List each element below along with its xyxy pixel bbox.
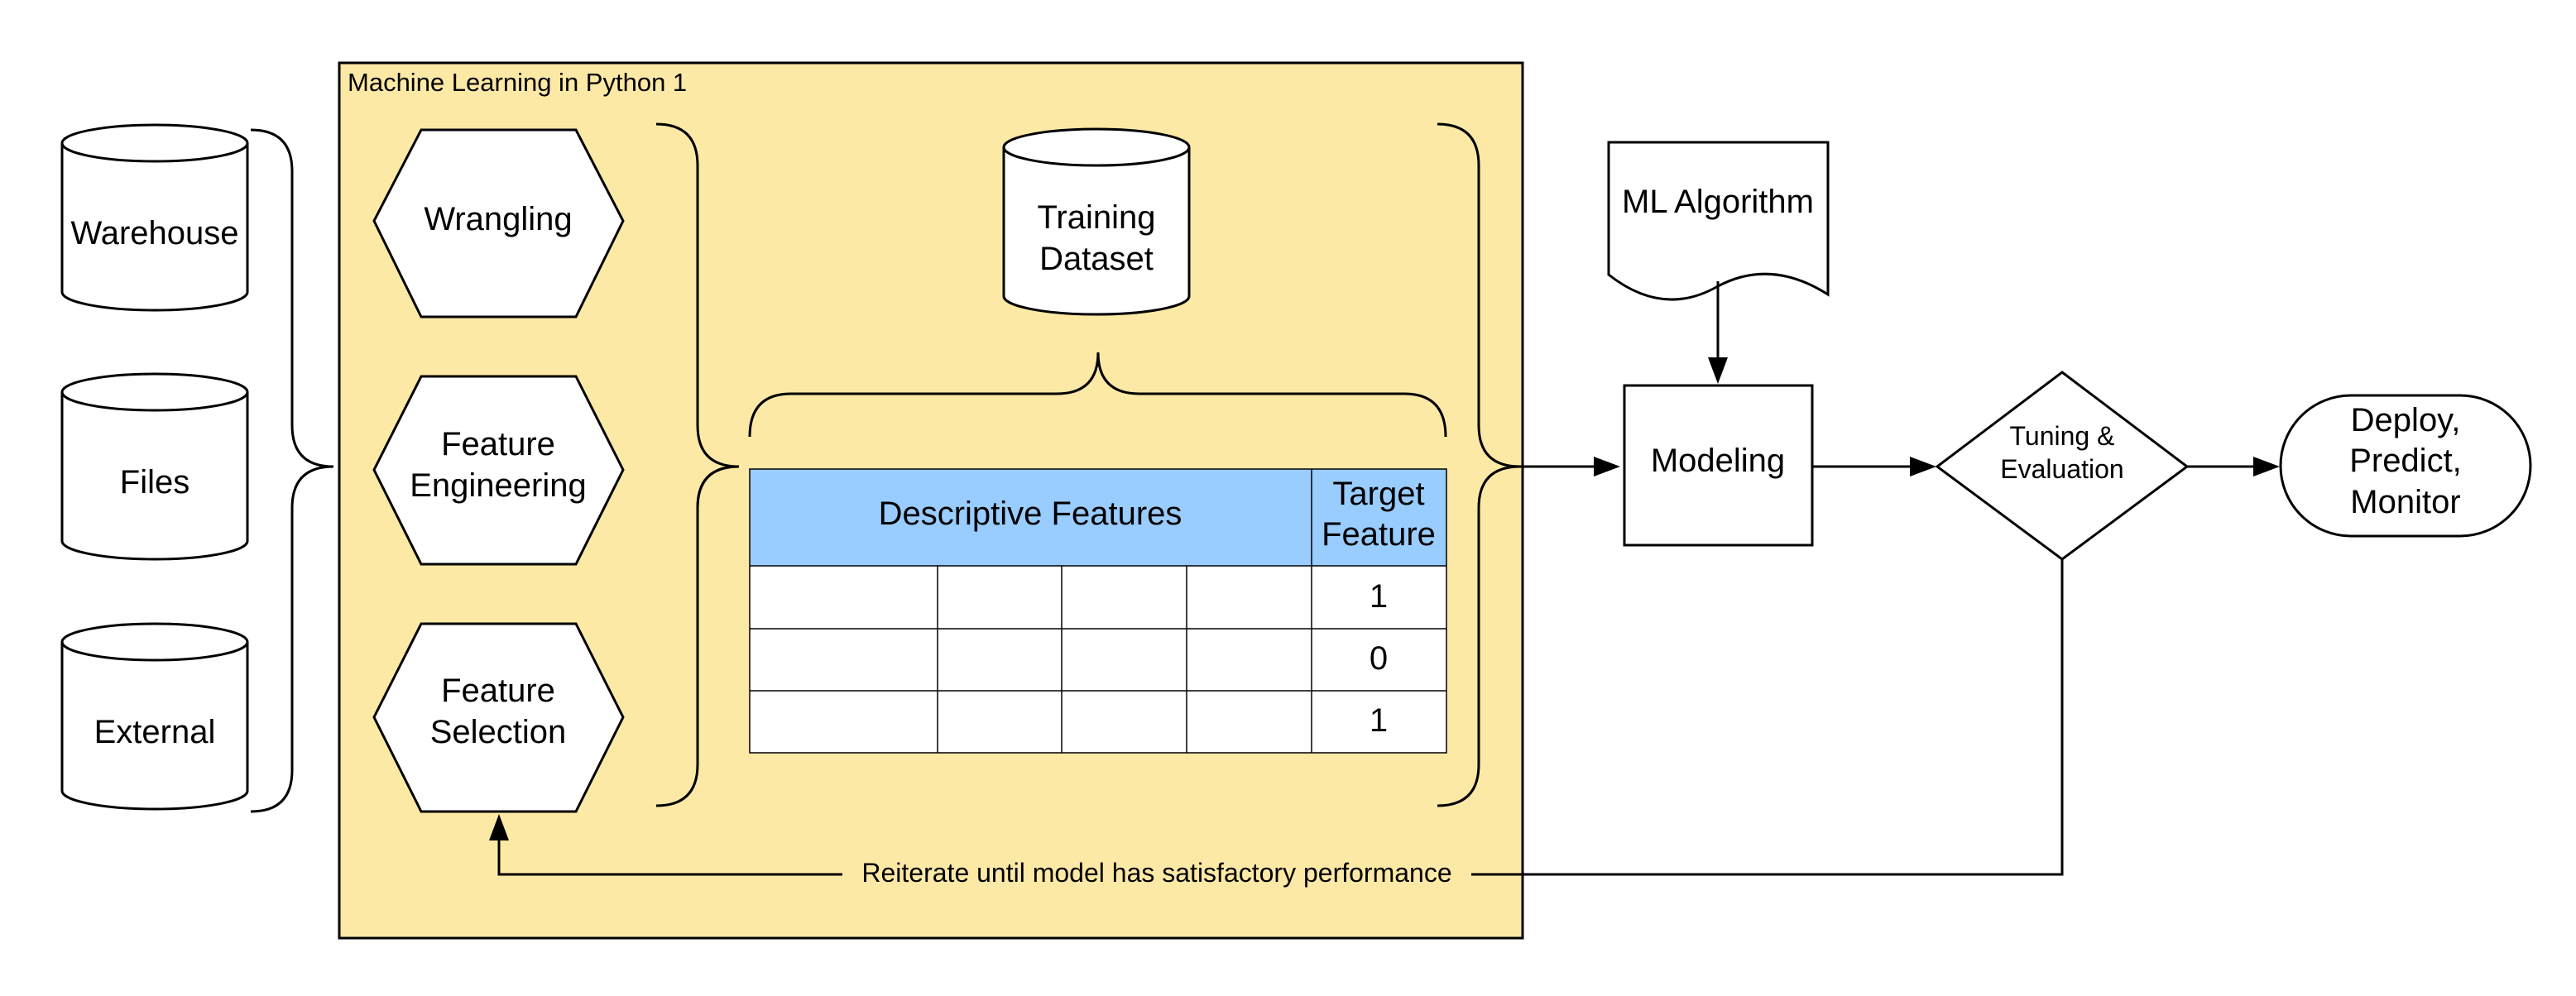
feature-selection-label: Selection xyxy=(430,714,567,750)
target-feature-header: Feature xyxy=(1322,516,1436,553)
target-feature-header: Target xyxy=(1332,476,1424,512)
tuning-evaluation-label: Tuning & xyxy=(2010,421,2115,451)
target-value-cell: 1 xyxy=(1370,578,1388,615)
panel-title: Machine Learning in Python 1 xyxy=(348,68,687,97)
table-body-fill xyxy=(750,566,1446,753)
target-value-cell: 1 xyxy=(1370,702,1388,739)
ml-algorithm-label: ML Algorithm xyxy=(1622,184,1814,220)
descriptive-features-header: Descriptive Features xyxy=(879,496,1182,532)
training-dataset-label: Training xyxy=(1037,199,1155,236)
warehouse-cylinder: Warehouse xyxy=(60,123,249,312)
tuning-evaluation-label: Evaluation xyxy=(2000,454,2123,484)
tuning-evaluation-diamond: Tuning & Evaluation xyxy=(1935,371,2190,561)
feedback-loop-line xyxy=(497,839,842,876)
feature-engineering-hexagon: Feature Engineering xyxy=(372,375,625,566)
target-value-cell: 0 xyxy=(1370,640,1388,677)
deploy-label: Deploy, xyxy=(2351,402,2461,438)
deploy-label: Predict, xyxy=(2349,443,2462,479)
feature-engineering-label: Engineering xyxy=(410,467,587,504)
feedback-loop-line xyxy=(1471,559,2064,876)
dataset-brace xyxy=(748,352,1447,438)
table-left-brace xyxy=(696,465,740,509)
training-table: Descriptive Features Target Feature 1 0 … xyxy=(749,468,1447,754)
wrangling-label: Wrangling xyxy=(424,201,572,237)
feature-selection-hexagon: Feature Selection xyxy=(372,622,625,813)
modeling-label: Modeling xyxy=(1651,443,1785,479)
deploy-terminal: Deploy, Predict, Monitor xyxy=(2279,394,2532,538)
files-cylinder: Files xyxy=(60,372,249,561)
external-cylinder: External xyxy=(60,622,249,811)
ml-algorithm-document: ML Algorithm xyxy=(1607,141,1830,301)
wrangling-hexagon: Wrangling xyxy=(372,128,625,318)
feature-selection-label: Feature xyxy=(441,673,555,709)
deploy-label: Monitor xyxy=(2350,484,2460,520)
training-dataset-cylinder: Training Dataset xyxy=(1002,127,1191,316)
external-label: External xyxy=(94,714,216,750)
feedback-label: Reiterate until model has satisfactory p… xyxy=(861,858,1451,888)
training-dataset-label: Dataset xyxy=(1039,241,1154,277)
warehouse-label: Warehouse xyxy=(70,215,238,251)
table-header-fill xyxy=(750,469,1446,566)
files-label: Files xyxy=(120,464,189,500)
sources-brace xyxy=(250,128,334,813)
modeling-box: Modeling xyxy=(1623,384,1814,547)
feature-engineering-label: Feature xyxy=(441,426,555,462)
